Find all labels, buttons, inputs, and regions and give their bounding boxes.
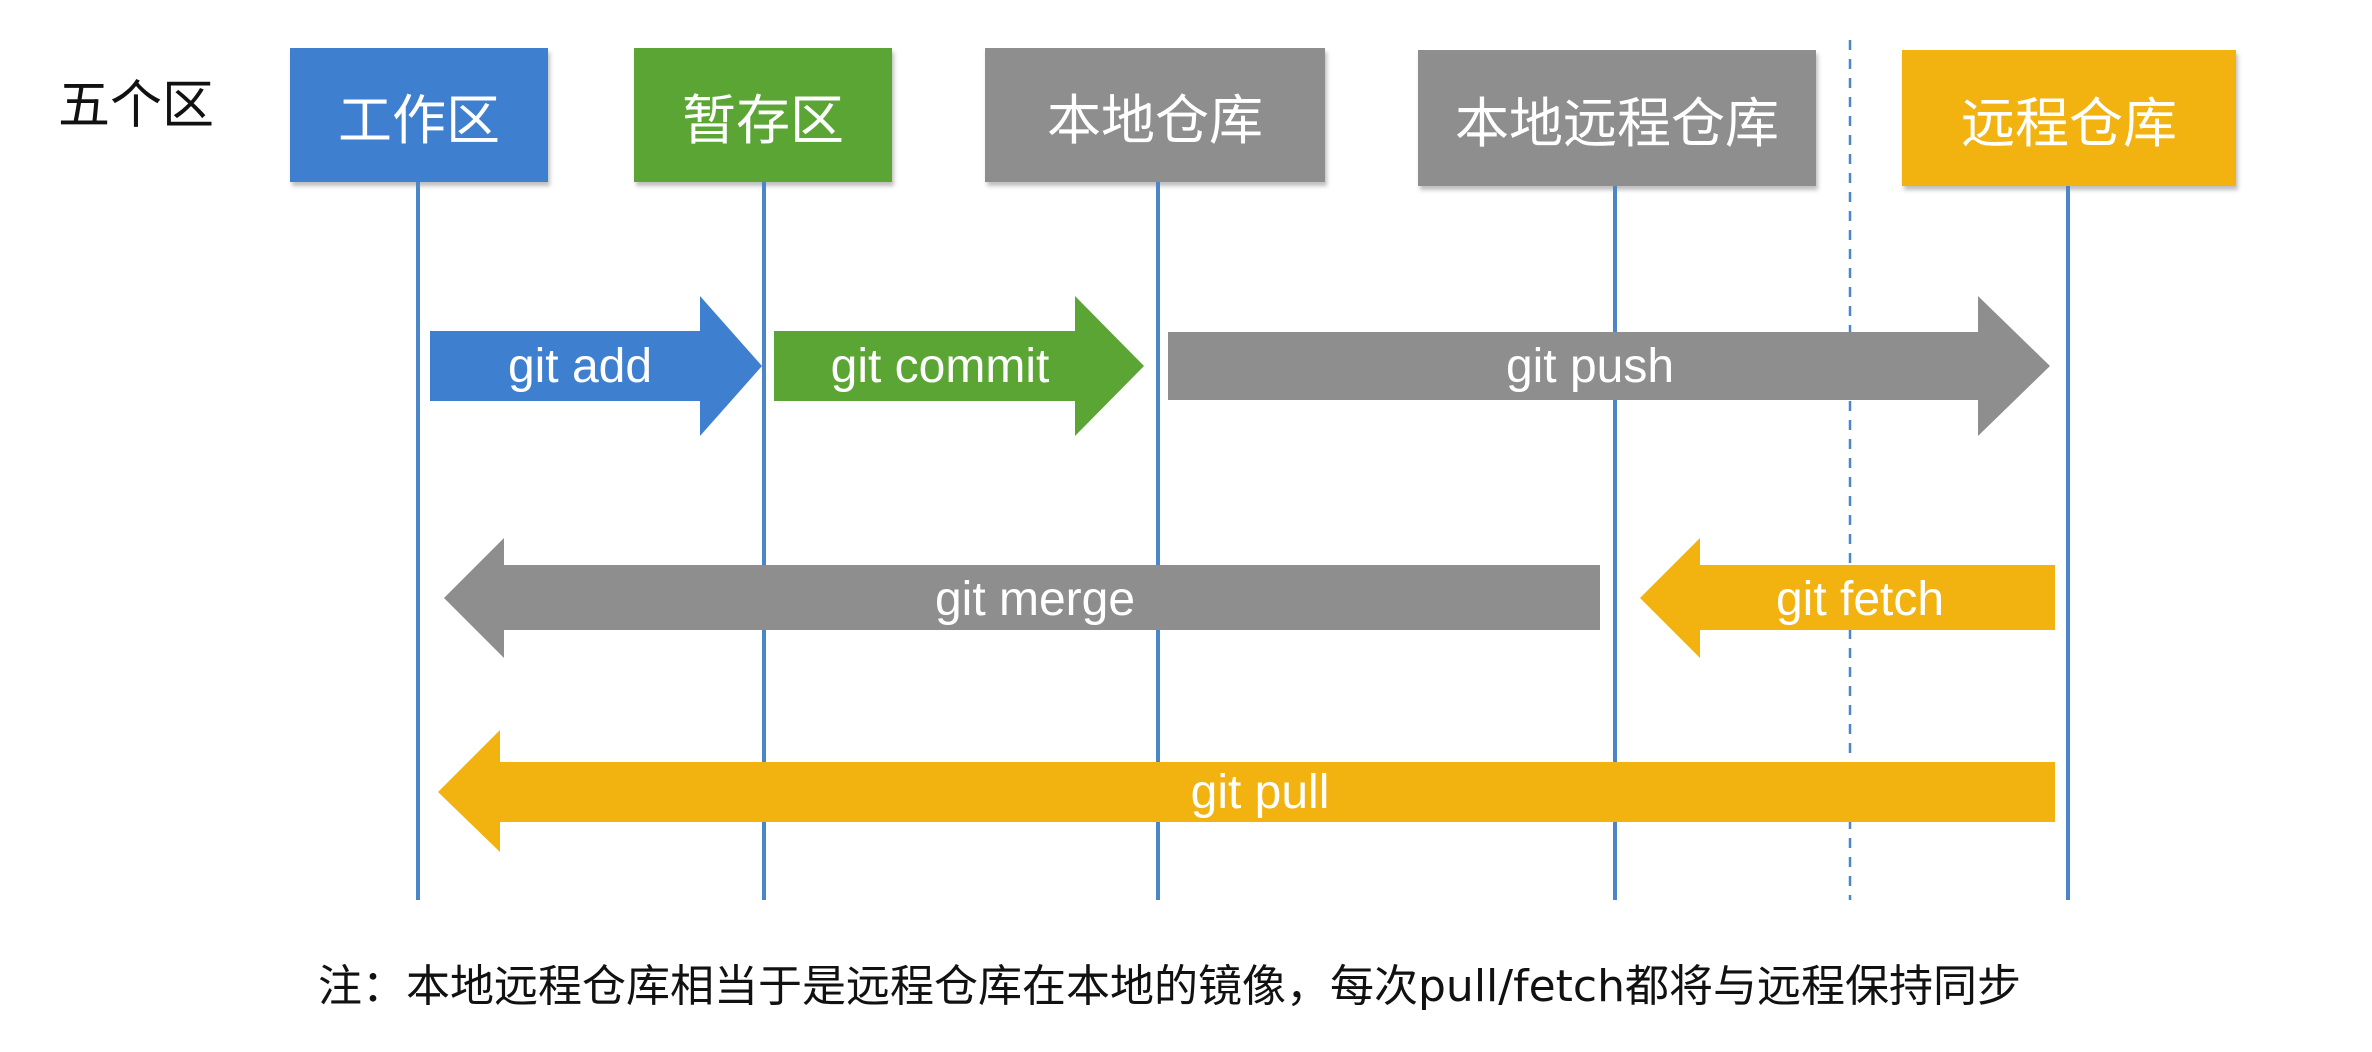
arrow-label-git-fetch: git fetch [1776,573,1944,626]
arrow-git-commit: git commit [774,296,1144,436]
arrow-label-git-add: git add [508,340,652,393]
zone-working-area: 工作区 [290,48,548,182]
arrow-git-pull: git pull [438,730,2055,852]
arrow-git-merge: git merge [444,538,1600,658]
arrow-label-git-commit: git commit [831,340,1050,393]
arrow-git-fetch: git fetch [1640,538,2055,658]
arrow-git-add: git add [430,296,762,436]
side-label: 五个区 [58,76,215,136]
zone-staging-area: 暂存区 [634,48,892,182]
footnote: 注：本地远程仓库相当于是远程仓库在本地的镜像，每次pull/fetch都将与远程… [318,961,2021,1012]
arrow-label-git-merge: git merge [935,573,1135,626]
zone-remote-repository: 远程仓库 [1902,50,2236,186]
zone-local-remote-repository: 本地远程仓库 [1418,50,1816,186]
zone-local-repository: 本地仓库 [985,48,1325,182]
arrow-label-git-pull: git pull [1191,766,1330,819]
arrow-git-push: git push [1168,296,2050,436]
arrow-label-git-push: git push [1506,340,1674,393]
